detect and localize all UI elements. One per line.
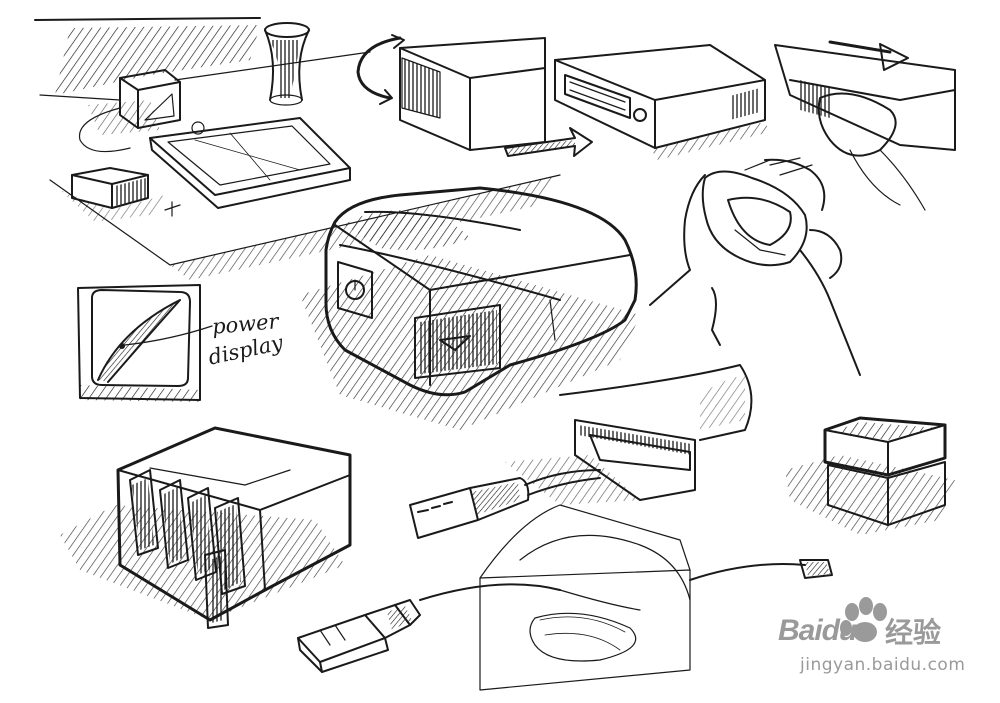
micro-usb-connector-sketch (297, 599, 421, 673)
cable-box-sketch (419, 504, 833, 691)
tablet-sketch (149, 117, 351, 209)
watermark-brand: Baidu (778, 614, 857, 647)
adapter-block-sketch (60, 167, 165, 222)
slide-views-sketch (356, 34, 956, 211)
usb-cable-sketch (409, 469, 601, 539)
watermark-brand-cn: 经验 (885, 616, 942, 649)
usb-slot-sketch (505, 364, 753, 505)
cup-sketch (264, 22, 310, 106)
power-display-detail-sketch (77, 284, 213, 402)
watermark-paw-icon (840, 597, 887, 642)
hands-sketch (649, 157, 861, 376)
power-bank-main-sketch (300, 186, 640, 430)
multi-slot-charger-sketch (60, 426, 352, 629)
watermark-url: jingyan.baidu.com (800, 655, 966, 675)
stacked-cubes-sketch (785, 416, 955, 535)
cube-charger-sketch (78, 69, 181, 153)
